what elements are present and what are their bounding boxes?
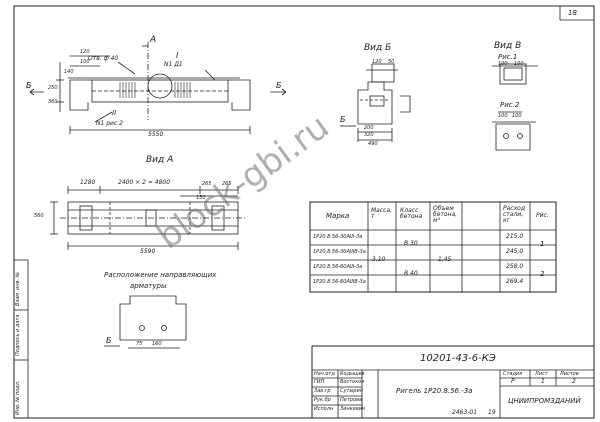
side-inv: Инв. № подл. <box>15 380 21 416</box>
view-b-dim-top2: 50 <box>388 59 395 65</box>
dim-250: 250 <box>48 85 58 91</box>
table-header-mass: Масса, т <box>371 207 393 220</box>
dim-5590: 5590 <box>140 248 156 255</box>
table-class-b30: В 30 <box>404 240 418 247</box>
view-v-title: Вид В <box>494 41 522 51</box>
role-5: Исполн <box>314 406 334 412</box>
placement-section-label: Б <box>106 336 112 345</box>
section-a-marker: А <box>150 35 157 45</box>
archive-number: 2463-01 <box>452 409 478 416</box>
placement-title-2: арматуры <box>130 282 167 290</box>
document-code: 10201-43-6-КЭ <box>420 353 496 364</box>
sheet-value: 1 <box>541 378 545 385</box>
table-steel-4: 269,4 <box>506 278 524 285</box>
role-1: Нач.отд <box>314 371 335 377</box>
placement-view <box>104 295 187 349</box>
table-steel-2: 245,0 <box>506 248 524 255</box>
sheets-value: 2 <box>572 378 576 385</box>
placement-title-1: Расположение направляющих <box>104 271 217 279</box>
archive-page: 19 <box>488 409 496 416</box>
document-title: Ригель 1Р20.8.56.-3а <box>396 387 473 395</box>
table-fig-2: 2 <box>540 270 545 278</box>
fig-2-label: Рис.2 <box>500 101 520 109</box>
table-header-fig: Рис. <box>536 212 549 219</box>
table-steel-1: 215,0 <box>506 233 524 240</box>
dim-360: 360 <box>48 99 58 105</box>
main-view <box>29 42 287 134</box>
organization: ЦНИИПРОМЗДАНИЙ <box>508 397 581 405</box>
table-class-b40: В 40 <box>404 270 418 277</box>
role-4: Рук.бр <box>314 397 331 403</box>
table-volume: 1,45 <box>438 256 452 263</box>
fig2-dim-d: 100 <box>512 113 522 119</box>
name-1: Кодышев <box>340 371 365 377</box>
placement-dim-1: 75 <box>136 341 143 347</box>
view-b-dim-200: 200 <box>364 125 374 131</box>
section-b-right: Б <box>276 81 282 90</box>
dim-265-b: 265 <box>222 181 232 187</box>
table-header-steel: Расход стали, кг <box>503 205 525 224</box>
role-3: Зав.гр <box>314 388 331 394</box>
name-5: Зинкевич <box>340 406 365 412</box>
dim-150: 150 <box>196 195 206 201</box>
detail-ii-label: II <box>112 109 117 117</box>
dim-140: 140 <box>64 69 74 75</box>
name-4: Петрова <box>340 397 362 403</box>
sheet-frame <box>13 5 595 419</box>
spec-table-grid <box>309 201 557 293</box>
view-b-dim-top1: 120 <box>372 59 382 65</box>
table-row-3-mark: 1Р20.8.56-60АIII-3а <box>313 264 363 270</box>
fig1-dim-a: 100 <box>498 61 508 67</box>
view-a-title: Вид А <box>146 155 174 165</box>
stage-header: Стадия <box>503 371 523 377</box>
table-steel-3: 258,0 <box>506 263 524 270</box>
sheets-header: Листов <box>560 371 579 377</box>
dim-120: 120 <box>80 49 90 55</box>
view-b-section-label: Б <box>340 115 346 124</box>
side-vz: Взам. инв. № <box>15 272 21 306</box>
dim-5550: 5550 <box>148 131 164 138</box>
sheet-header: Лист <box>535 371 548 377</box>
view-b-title: Вид Б <box>364 43 392 53</box>
table-row-4-mark: 1Р20.8.56-60АIIIВ-3а <box>313 279 366 285</box>
name-3: Сутырин <box>340 388 364 394</box>
hole-note: N1 рис.2 <box>96 120 123 127</box>
view-b <box>340 63 411 142</box>
stage-value: Р <box>511 378 515 385</box>
view-a <box>50 186 246 250</box>
n1-callout: N1 Д1 <box>164 61 183 68</box>
section-b-left: Б <box>26 81 32 90</box>
view-v <box>492 63 538 151</box>
table-row-1-mark: 1Р20.8.56-30АIII-3а <box>313 234 363 240</box>
table-header-volume: Объем бетона, м³ <box>433 205 458 224</box>
dim-265-a: 265 <box>202 181 212 187</box>
table-header-class: Класс бетона <box>400 207 423 220</box>
view-b-dim-320: 320 <box>364 132 374 138</box>
table-row-2-mark: 1Р20.8.56-30АIIIВ-3а <box>313 249 366 255</box>
dim-pitch: 2400 × 2 = 4800 <box>118 179 171 186</box>
view-b-dim-490: 490 <box>368 141 378 147</box>
title-block-grid <box>311 345 594 418</box>
dim-left: 560 <box>34 213 44 219</box>
detail-i-label: I <box>176 51 179 60</box>
placement-dim-2: 160 <box>152 341 162 347</box>
table-fig-1: 1 <box>540 240 545 248</box>
fig1-dim-b: 100 <box>514 61 524 67</box>
dim-1280: 1280 <box>80 179 96 186</box>
fig2-dim-c: 100 <box>498 113 508 119</box>
hole-callout: Отв. ф 40 <box>88 55 119 62</box>
name-2: Востоков <box>340 379 365 385</box>
table-header-mark: Марка <box>326 212 350 220</box>
dim-100: 100 <box>80 59 90 65</box>
table-mass: 3,10 <box>372 256 386 263</box>
fig-1-label: Рис.1 <box>498 53 518 61</box>
page-number: 18 <box>568 9 577 17</box>
side-sign: Подпись и дата <box>15 314 21 356</box>
role-2: ГИП <box>314 379 325 385</box>
